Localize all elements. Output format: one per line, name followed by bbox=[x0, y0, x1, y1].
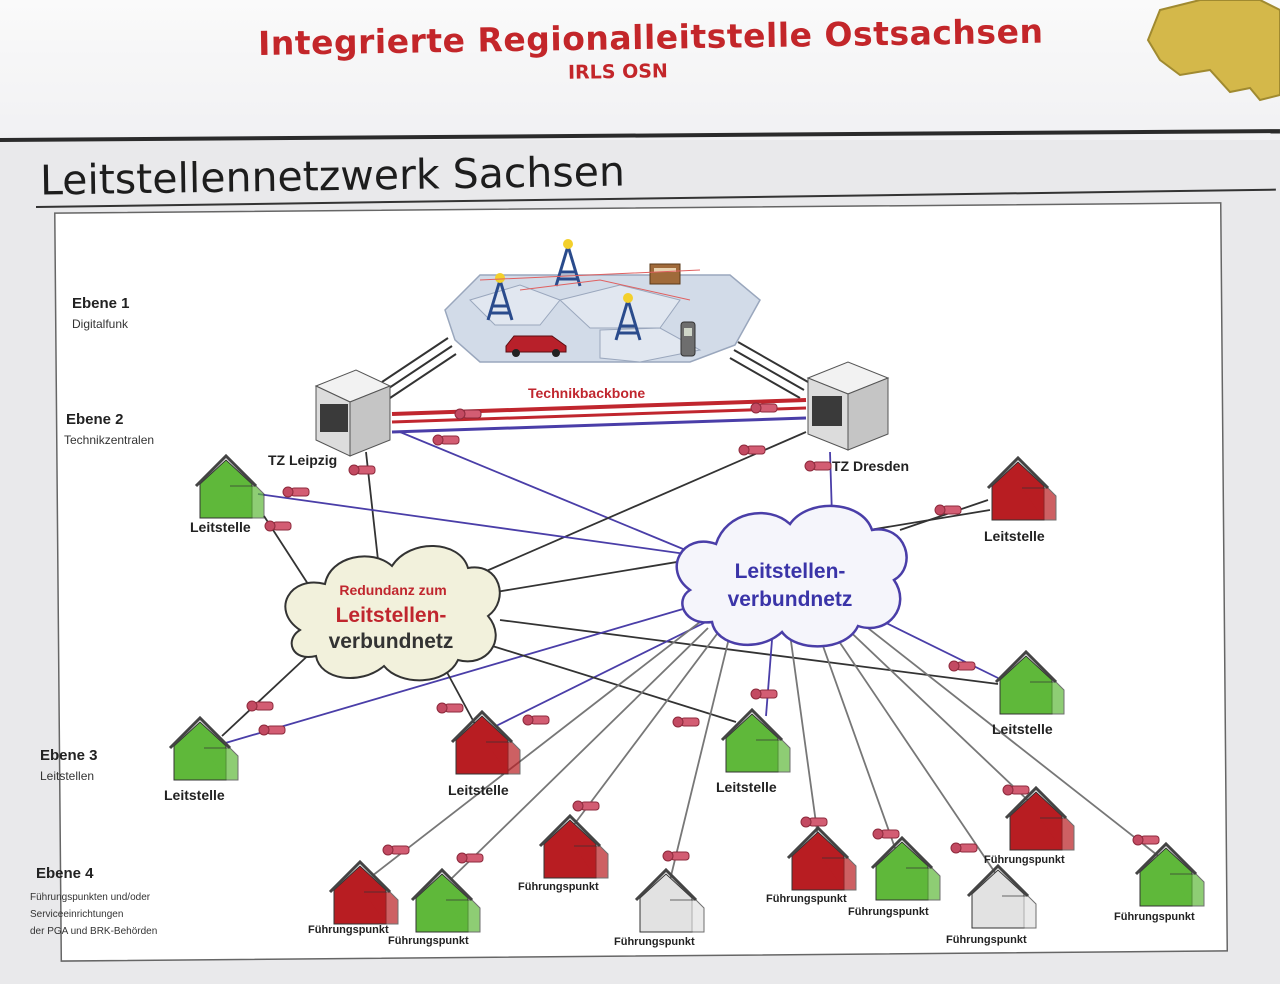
connector-icon bbox=[1132, 834, 1160, 846]
connector-icon bbox=[750, 688, 778, 700]
connector-icon bbox=[432, 434, 460, 446]
connector-icon bbox=[522, 714, 550, 726]
connector-icon bbox=[264, 520, 292, 532]
connector-icon bbox=[750, 402, 778, 414]
building-icon bbox=[649, 263, 681, 285]
connector-icon bbox=[348, 464, 376, 476]
connector-icon bbox=[382, 844, 410, 856]
connector-icon bbox=[282, 486, 310, 498]
level-labels: Ebene 1 Digitalfunk Ebene 2 Technikzentr… bbox=[30, 295, 157, 937]
connector-icon bbox=[572, 800, 600, 812]
radio-handset-icon bbox=[680, 321, 696, 357]
level-1-desc: Digitalfunk bbox=[72, 317, 129, 331]
connector-icon bbox=[454, 408, 482, 420]
level-4-desc-line2: Serviceeinrichtungen bbox=[30, 909, 123, 920]
saxony-map-icon bbox=[1146, 0, 1280, 102]
level-4-title: Ebene 4 bbox=[36, 865, 94, 882]
tz-leipzig-building bbox=[314, 369, 392, 457]
fuehrungspunkt-label: Führungspunkt bbox=[614, 936, 695, 948]
redundancy-cloud-line3: verbundnetz bbox=[329, 630, 454, 653]
tz-leipzig-label: TZ Leipzig bbox=[268, 452, 337, 468]
fuehrungspunkt-label: Führungspunkt bbox=[308, 924, 389, 936]
connector-icon bbox=[804, 460, 832, 472]
connector-icon bbox=[258, 724, 286, 736]
level-4-desc-line1: Führungspunkten und/oder bbox=[30, 892, 151, 903]
connector-icon bbox=[738, 444, 766, 456]
radio-network bbox=[444, 237, 761, 363]
connector-icon bbox=[662, 850, 690, 862]
level-1-title: Ebene 1 bbox=[72, 295, 130, 312]
fuehrungspunkt-label: Führungspunkt bbox=[848, 906, 929, 918]
slide-header bbox=[0, 0, 1280, 140]
tz-dresden-label: TZ Dresden bbox=[832, 458, 909, 474]
fuehrungspunkt-label: Führungspunkt bbox=[388, 935, 469, 947]
level-3-title: Ebene 3 bbox=[40, 747, 98, 764]
connector-icon bbox=[872, 828, 900, 840]
fuehrungspunkt-label: Führungspunkt bbox=[946, 934, 1027, 946]
connector-icon bbox=[672, 716, 700, 728]
redundancy-cloud: Redundanz zum Leitstellen- verbundnetz bbox=[284, 545, 501, 682]
connector-icon bbox=[246, 700, 274, 712]
fuehrungspunkt-label: Führungspunkt bbox=[984, 854, 1065, 866]
fuehrungspunkt-label: Führungspunkt bbox=[1114, 911, 1195, 923]
connector-icon bbox=[1002, 784, 1030, 796]
leitstelle-label: Leitstelle bbox=[984, 528, 1045, 544]
tz-dresden-building bbox=[806, 361, 890, 451]
leitstelle-label: Leitstelle bbox=[992, 721, 1053, 737]
fuehrungspunkt-label: Führungspunkt bbox=[518, 881, 599, 893]
car-icon bbox=[505, 335, 567, 357]
leitstelle-label: Leitstelle bbox=[164, 787, 225, 803]
backbone-label: Technikbackbone bbox=[528, 385, 645, 401]
level-2-desc: Technikzentralen bbox=[64, 433, 154, 447]
verbundnetz-cloud-line2: verbundnetz bbox=[728, 588, 853, 611]
connector-icon bbox=[950, 842, 978, 854]
verbundnetz-cloud: Leitstellen- verbundnetz bbox=[675, 504, 908, 648]
redundancy-cloud-line1: Redundanz zum bbox=[339, 582, 446, 598]
level-4-desc-line3: der PGA und BRK-Behörden bbox=[30, 926, 157, 937]
level-2-title: Ebene 2 bbox=[66, 411, 124, 428]
connector-icon bbox=[436, 702, 464, 714]
leitstelle-label: Leitstelle bbox=[716, 779, 777, 795]
connector-icon bbox=[934, 504, 962, 516]
verbundnetz-cloud-line1: Leitstellen- bbox=[735, 560, 846, 583]
connector-icon bbox=[800, 816, 828, 828]
fuehrungspunkt-label: Führungspunkt bbox=[766, 893, 847, 905]
level-3-desc: Leitstellen bbox=[40, 769, 94, 783]
connector-icon bbox=[948, 660, 976, 672]
redundancy-cloud-line2: Leitstellen- bbox=[336, 604, 447, 627]
leitstelle-label: Leitstelle bbox=[448, 782, 509, 798]
leitstelle-label: Leitstelle bbox=[190, 519, 251, 535]
connector-icon bbox=[456, 852, 484, 864]
